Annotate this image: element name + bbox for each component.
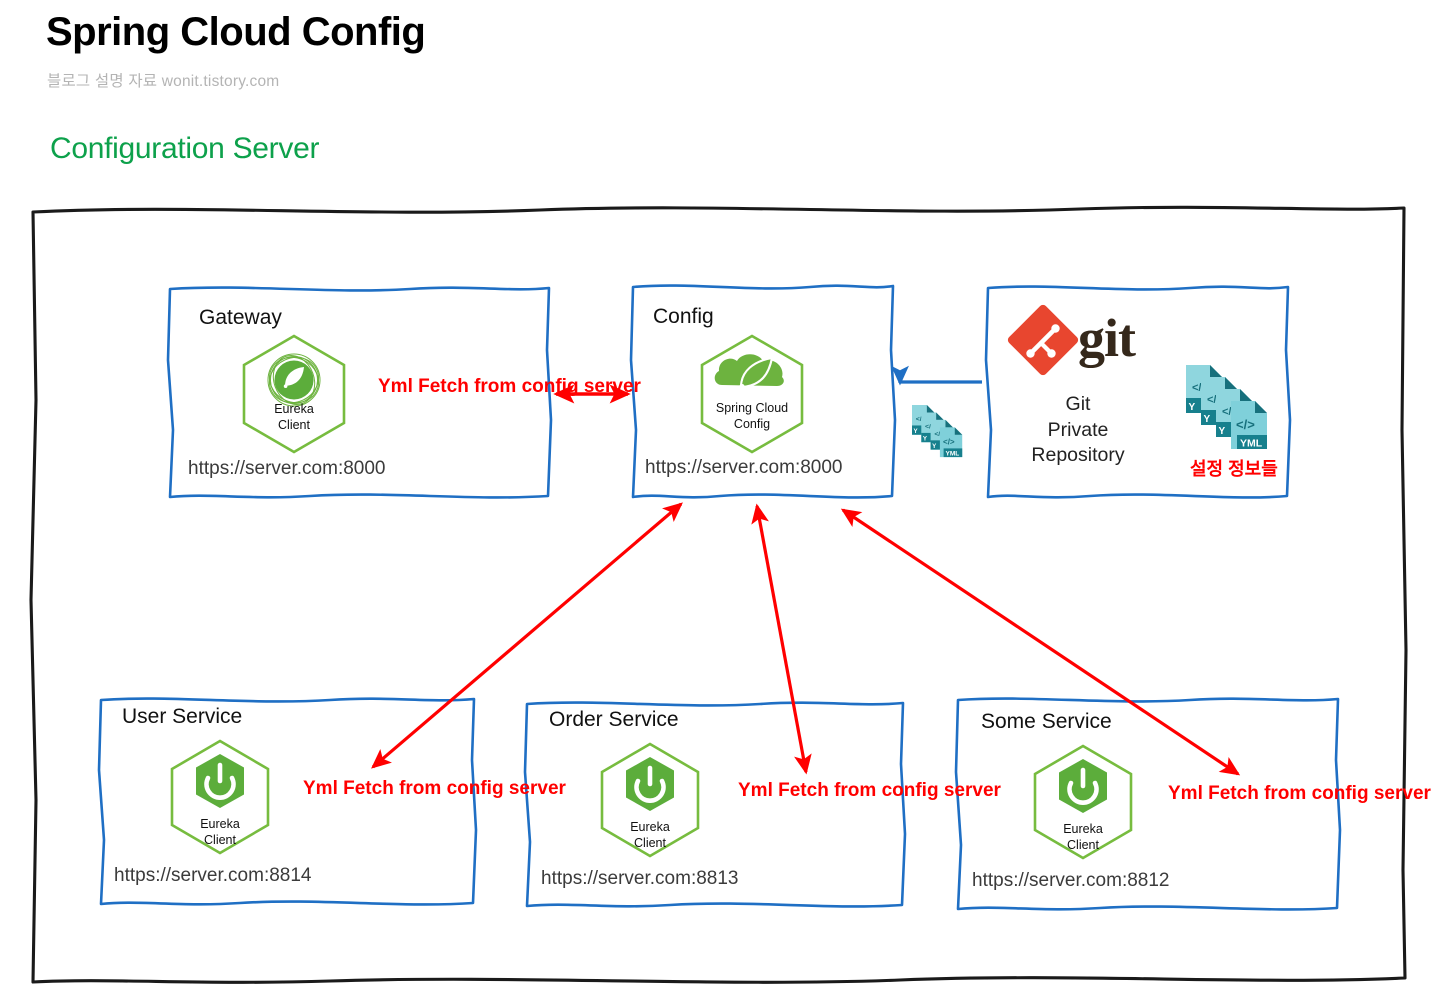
git-wordmark: git [1078, 308, 1136, 368]
page-title: Spring Cloud Config [46, 10, 426, 54]
connector-order-config [751, 503, 812, 775]
node-title-some-service: Some Service [981, 710, 1112, 733]
spring-boot-icon-order-service [600, 742, 700, 858]
node-url-config: https://server.com:8000 [645, 457, 843, 478]
yml-file-stack-icon-large: </> Y </> Y </> Y </> YML [1186, 365, 1267, 450]
node-url-gateway: https://server.com:8000 [188, 458, 386, 479]
badge-label-config: Spring Cloud Config [715, 401, 789, 431]
svg-text:YML: YML [945, 451, 959, 458]
section-title: Configuration Server [50, 132, 320, 165]
badge-label-order-service: Eureka Client [630, 820, 670, 850]
git-repo-caption: Git Private Repository [1031, 393, 1125, 467]
svg-text:</>: </> [916, 416, 926, 423]
svg-text:</>: </> [925, 424, 935, 431]
connector-user-config [371, 502, 683, 769]
page-subtitle: 블로그 설명 자료 wonit.tistory.com [47, 73, 280, 90]
svg-text:Y: Y [1219, 426, 1226, 437]
badge-label-gateway: Eureka Client [274, 402, 314, 432]
node-url-some-service: https://server.com:8812 [972, 870, 1170, 891]
outer-frame [29, 205, 1408, 984]
fetch-label-order-service: Yml Fetch from config server [738, 780, 1001, 801]
badge-label-user-service: Eureka Client [200, 817, 240, 847]
git-files-note: 설정 정보들 [1190, 459, 1278, 479]
badge-label-some-service: Eureka Client [1063, 822, 1103, 852]
svg-text:Y: Y [1189, 402, 1196, 413]
spring-boot-icon-user-service [170, 739, 270, 855]
node-title-order-service: Order Service [549, 708, 679, 731]
yml-file-stack-icon-small: </> Y </> Y </> Y </> YML [912, 405, 963, 458]
fetch-label-gateway: Yml Fetch from config server [378, 376, 641, 397]
git-logo-icon [1007, 304, 1079, 376]
svg-text:</>: </> [934, 431, 944, 438]
svg-text:Y: Y [932, 443, 937, 450]
svg-text:YML: YML [1240, 438, 1263, 450]
connector-git-config [891, 365, 982, 386]
node-title-gateway: Gateway [199, 306, 282, 329]
node-url-user-service: https://server.com:8814 [114, 865, 312, 886]
spring-cloud-config-icon [700, 334, 804, 454]
fetch-label-user-service: Yml Fetch from config server [303, 778, 566, 799]
node-title-config: Config [653, 305, 714, 328]
svg-text:</>: </> [1236, 417, 1255, 432]
svg-text:</>: </> [943, 438, 955, 447]
svg-text:Y: Y [1204, 414, 1211, 425]
svg-text:Y: Y [914, 428, 919, 435]
svg-text:Y: Y [923, 435, 928, 442]
spring-boot-icon-some-service [1033, 744, 1133, 860]
node-url-order-service: https://server.com:8813 [541, 868, 739, 889]
fetch-label-some-service: Yml Fetch from config server [1168, 783, 1431, 804]
connector-some-config [840, 508, 1241, 776]
node-title-user-service: User Service [122, 705, 243, 728]
node-box-gateway[interactable] [166, 286, 553, 499]
eureka-client-icon-gateway [242, 334, 346, 454]
